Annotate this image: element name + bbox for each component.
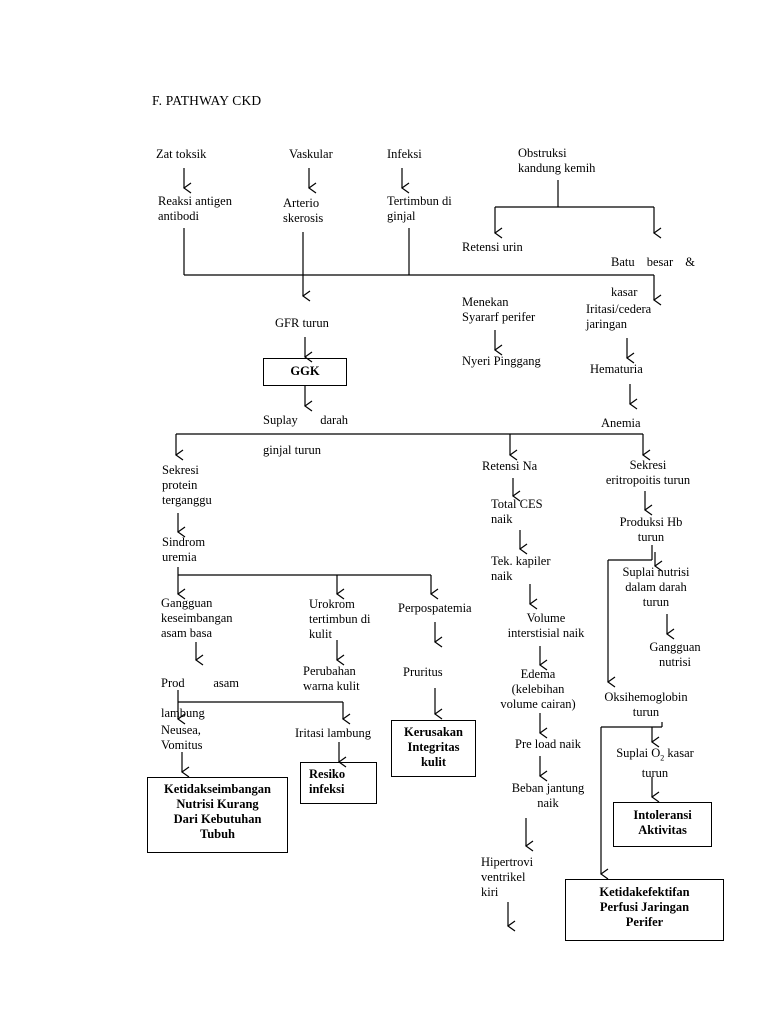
node-sekresi-protein: Sekresi protein terganggu xyxy=(162,463,212,507)
page-title: F. PATHWAY CKD xyxy=(152,93,262,108)
node-gangguan-keseimbangan: Gangguan keseimbangan asam basa xyxy=(161,596,233,640)
node-sindrom-uremia: Sindrom uremia xyxy=(162,535,206,564)
node-retensi-na: Retensi Na xyxy=(482,459,538,473)
node-batu-word3: & xyxy=(685,255,695,269)
node-tek-kapiler: Tek. kapiler naik xyxy=(491,554,551,583)
node-perpospatemia: Perpospatemia xyxy=(398,601,472,615)
node-prod-line2: lambung xyxy=(161,706,205,720)
node-suplay-line2: ginjal turun xyxy=(263,443,321,457)
node-oksihemoglobin: Oksihemoglobin turun xyxy=(604,690,688,719)
node-batu: Batu besar& kasar xyxy=(611,240,695,315)
node-sekresi-eritro: Sekresi eritropoitis turun xyxy=(605,458,691,487)
node-intoleransi: Intoleransi Aktivitas xyxy=(633,808,692,837)
node-hematuria: Hematuria xyxy=(590,362,643,376)
node-suplay-word2: darah xyxy=(320,413,348,427)
node-anemia: Anemia xyxy=(601,416,641,430)
node-arterio: Arterio skerosis xyxy=(283,196,324,225)
diagnosis-box-kerusakan: Kerusakan Integritas kulit xyxy=(391,720,476,777)
node-menekan: Menekan Syararf perifer xyxy=(462,295,536,324)
node-pre-load: Pre load naik xyxy=(515,737,581,751)
node-nyeri-pinggang: Nyeri Pinggang xyxy=(462,354,541,368)
diagnosis-box-resiko: Resiko infeksi xyxy=(300,762,377,804)
node-suplai-o2-rest: kasar turun xyxy=(641,746,694,780)
node-ketidakefektifan: Ketidakefektifan Perfusi Jaringan Perife… xyxy=(599,885,690,929)
node-ketidakseimbangan: Ketidakseimbangan Nutrisi Kurang Dari Ke… xyxy=(164,782,271,841)
diagnosis-box-ketidakefektifan: Ketidakefektifan Perfusi Jaringan Perife… xyxy=(565,879,724,941)
node-tertimbun: Tertimbun di ginjal xyxy=(387,194,452,223)
node-ggk: GGK xyxy=(290,364,320,378)
node-urokrom: Urokrom tertimbun di kulit xyxy=(309,597,371,641)
node-hipertrovi: Hipertrovi ventrikel kiri xyxy=(481,855,534,899)
node-volume-interstisial: Volume interstisial naik xyxy=(507,611,585,640)
node-suplai-o2: Suplai O2 kasar turun xyxy=(605,746,705,781)
node-gfr-turun: GFR turun xyxy=(275,316,329,330)
node-batu-word1: Batu xyxy=(611,255,635,269)
node-neusea: Neusea, Vomitus xyxy=(161,723,203,752)
node-resiko: Resiko infeksi xyxy=(309,767,346,796)
node-suplai-nutrisi: Suplai nutrisi dalam darah turun xyxy=(622,565,690,609)
node-reaksi-antigen: Reaksi antigen antibodi xyxy=(158,194,232,223)
node-suplay: Suplay darah ginjal turun xyxy=(263,398,348,473)
node-batu-word2: besar xyxy=(646,255,674,269)
node-prod-word1: Prod xyxy=(161,676,185,690)
node-iritasi-cedera: Iritasi/cedera jaringan xyxy=(586,302,652,331)
node-produksi-hb: Produksi Hb turun xyxy=(619,515,683,544)
node-retensi-urin: Retensi urin xyxy=(462,240,523,254)
node-beban-jantung: Beban jantung naik xyxy=(511,781,585,810)
node-suplay-word1: Suplay xyxy=(263,413,298,427)
node-vaskular: Vaskular xyxy=(289,147,333,161)
node-gangguan-nutrisi: Gangguan nutrisi xyxy=(649,640,701,669)
node-obstruksi: Obstruksi kandung kemih xyxy=(518,146,596,175)
node-suplai-o2-subscript: 2 xyxy=(660,753,665,763)
node-infeksi: Infeksi xyxy=(387,147,422,161)
node-prod-word2: asam xyxy=(213,676,239,690)
node-ggk-box: GGK xyxy=(263,358,347,386)
node-total-ces: Total CES naik xyxy=(491,497,543,526)
node-batu-line2: kasar xyxy=(611,285,638,299)
node-edema: Edema (kelebihan volume cairan) xyxy=(500,667,576,711)
node-kerusakan: Kerusakan Integritas kulit xyxy=(403,725,464,769)
diagnosis-box-intoleransi: Intoleransi Aktivitas xyxy=(613,802,712,847)
diagnosis-box-ketidakseimbangan: Ketidakseimbangan Nutrisi Kurang Dari Ke… xyxy=(147,777,288,853)
node-prod-asam: Prod asam lambung xyxy=(161,661,239,736)
node-perubahan: Perubahan warna kulit xyxy=(303,664,360,693)
node-iritasi-lambung: Iritasi lambung xyxy=(295,726,372,740)
node-pruritus: Pruritus xyxy=(403,665,443,679)
node-suplai-o2-text: Suplai O xyxy=(616,746,661,760)
node-zat-toksik: Zat toksik xyxy=(156,147,207,161)
